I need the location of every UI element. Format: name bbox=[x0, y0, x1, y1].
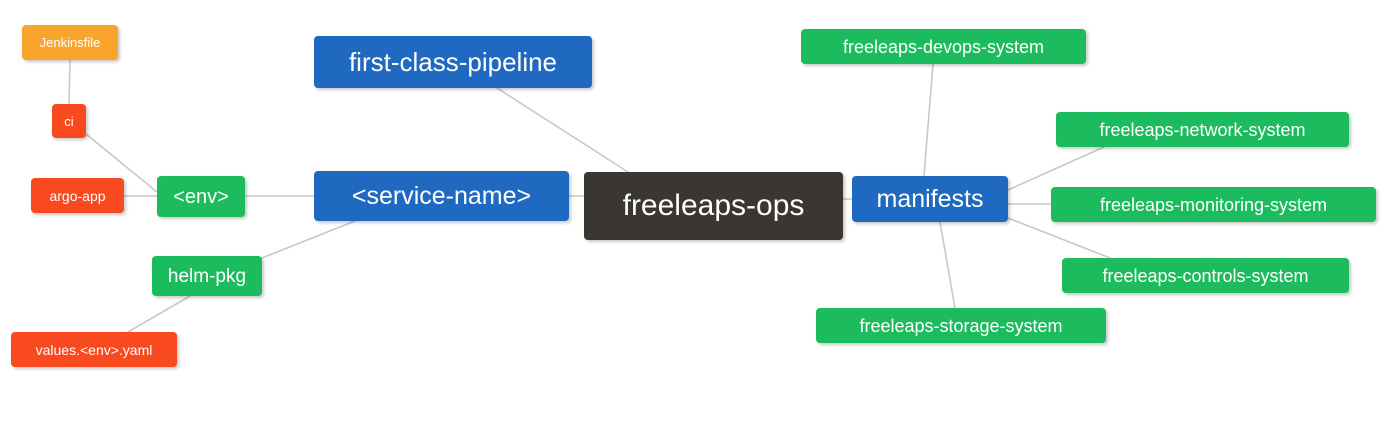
node-label-env: <env> bbox=[173, 185, 229, 208]
node-argo-app[interactable]: argo-app bbox=[31, 178, 124, 213]
node-helm-pkg[interactable]: helm-pkg bbox=[152, 256, 262, 296]
node-label-freeleaps-controls-system: freeleaps-controls-system bbox=[1102, 265, 1309, 286]
node-label-freeleaps-ops: freeleaps-ops bbox=[622, 189, 805, 222]
edge-service-name-to-helm-pkg bbox=[261, 220, 356, 259]
node-label-values-yaml: values.<env>.yaml bbox=[35, 341, 153, 358]
edge-manifests-to-freeleaps-controls-system bbox=[1007, 217, 1111, 259]
node-label-ci: ci bbox=[64, 113, 74, 129]
node-service-name[interactable]: <service-name> bbox=[314, 171, 569, 221]
node-first-class-pipeline[interactable]: first-class-pipeline bbox=[314, 36, 592, 88]
node-freeleaps-controls-system[interactable]: freeleaps-controls-system bbox=[1062, 258, 1349, 293]
node-label-freeleaps-storage-system: freeleaps-storage-system bbox=[859, 315, 1063, 336]
node-label-argo-app: argo-app bbox=[49, 187, 106, 204]
node-freeleaps-storage-system[interactable]: freeleaps-storage-system bbox=[816, 308, 1106, 343]
node-label-jenkinsfile: Jenkinsfile bbox=[39, 35, 101, 50]
edge-manifests-to-freeleaps-storage-system bbox=[939, 221, 956, 309]
node-freeleaps-monitoring-system[interactable]: freeleaps-monitoring-system bbox=[1051, 187, 1376, 222]
node-values-yaml[interactable]: values.<env>.yaml bbox=[11, 332, 177, 367]
node-label-first-class-pipeline: first-class-pipeline bbox=[348, 47, 558, 77]
edge-first-class-pipeline-to-freeleaps-ops bbox=[496, 87, 629, 173]
node-ci[interactable]: ci bbox=[52, 104, 86, 138]
node-freeleaps-devops-system[interactable]: freeleaps-devops-system bbox=[801, 29, 1086, 64]
node-jenkinsfile[interactable]: Jenkinsfile bbox=[22, 25, 118, 60]
node-label-freeleaps-devops-system: freeleaps-devops-system bbox=[842, 36, 1045, 57]
edge-manifests-to-freeleaps-network-system bbox=[1007, 146, 1105, 191]
node-manifests[interactable]: manifests bbox=[852, 176, 1008, 222]
node-freeleaps-network-system[interactable]: freeleaps-network-system bbox=[1056, 112, 1349, 147]
node-label-helm-pkg: helm-pkg bbox=[167, 265, 247, 287]
node-label-freeleaps-monitoring-system: freeleaps-monitoring-system bbox=[1099, 194, 1328, 215]
node-env[interactable]: <env> bbox=[157, 176, 245, 217]
node-label-manifests: manifests bbox=[876, 184, 984, 213]
edge-helm-pkg-to-values-yaml bbox=[127, 295, 191, 333]
edge-jenkinsfile-to-ci bbox=[68, 59, 71, 105]
node-label-freeleaps-network-system: freeleaps-network-system bbox=[1099, 119, 1306, 140]
node-freeleaps-ops[interactable]: freeleaps-ops bbox=[584, 172, 843, 240]
node-label-service-name: <service-name> bbox=[351, 181, 532, 210]
edge-manifests-to-freeleaps-devops-system bbox=[923, 63, 934, 177]
